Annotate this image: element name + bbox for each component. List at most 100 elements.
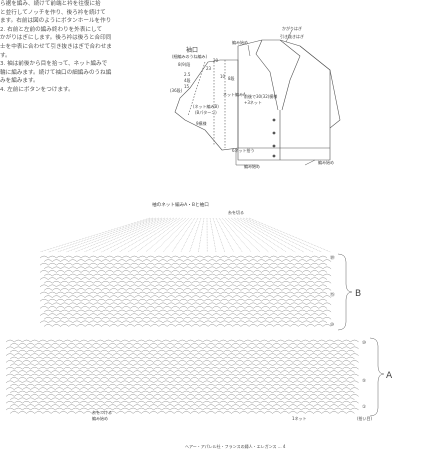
net-arch xyxy=(265,288,274,291)
net-arch xyxy=(67,350,76,353)
net-arch xyxy=(150,259,160,262)
net-arch xyxy=(321,363,331,366)
net-arch xyxy=(104,387,113,390)
net-arch xyxy=(101,324,110,327)
net-arch xyxy=(63,394,72,397)
net-arch xyxy=(52,309,61,313)
net-arch xyxy=(55,387,64,390)
net-arch xyxy=(75,404,85,407)
net-arch xyxy=(322,295,332,298)
net-arch xyxy=(91,343,101,346)
net-arch xyxy=(87,394,97,397)
net-arch xyxy=(255,350,265,353)
net-arch xyxy=(235,401,244,404)
net-arch xyxy=(173,411,183,414)
net-arch xyxy=(294,313,303,316)
net-arch xyxy=(186,394,195,397)
net-arch xyxy=(153,401,162,404)
net-arch xyxy=(223,343,232,346)
net-arch xyxy=(248,266,258,269)
net-arch xyxy=(264,363,273,366)
net-arch xyxy=(93,281,102,284)
net-arch xyxy=(219,367,228,370)
net-arch xyxy=(153,380,162,383)
net-arch xyxy=(325,401,335,404)
net-arch xyxy=(104,394,113,397)
net-arch xyxy=(158,317,168,320)
net-arch xyxy=(186,373,195,377)
net-arch xyxy=(206,397,216,400)
net-unit-label: 1ネット xyxy=(292,415,307,421)
net-arch xyxy=(223,356,232,360)
net-arch xyxy=(239,397,249,400)
net-arch xyxy=(276,380,285,383)
net-arch xyxy=(298,266,307,269)
net-arch xyxy=(223,384,232,387)
net-arch xyxy=(80,320,90,323)
net-arch xyxy=(264,370,273,373)
net-arch xyxy=(276,373,285,377)
net-arch xyxy=(292,387,302,390)
net-arch xyxy=(223,390,232,394)
net-arch xyxy=(100,397,109,400)
net-arch xyxy=(186,353,195,356)
net-arch xyxy=(34,397,44,400)
net-arch xyxy=(48,291,57,295)
rows-23: 23 xyxy=(206,66,212,71)
row-markers-b: ⑳ ⑮ ⑩ xyxy=(330,254,335,328)
net-arch xyxy=(264,343,273,346)
net-arch xyxy=(87,360,97,363)
net-arch xyxy=(231,370,240,373)
net-arch xyxy=(273,266,283,269)
net-arch xyxy=(175,309,184,313)
net-arch xyxy=(198,377,208,380)
net-arch xyxy=(22,407,31,411)
net-arch xyxy=(72,320,82,323)
net-arch xyxy=(251,346,261,349)
net-arch xyxy=(89,313,98,316)
net-arch xyxy=(268,401,277,404)
chart-pickup-rays xyxy=(39,217,331,253)
instruction-line: す。 xyxy=(0,52,11,59)
buttons xyxy=(272,118,276,158)
net-arch xyxy=(80,313,90,316)
net-arch xyxy=(18,343,27,346)
net-arch xyxy=(296,350,306,353)
net-arch xyxy=(108,384,117,387)
net-arch xyxy=(227,394,236,397)
net-arch xyxy=(166,266,176,269)
net-arch xyxy=(268,407,277,411)
net-arch xyxy=(84,281,94,284)
net-arch xyxy=(227,373,236,377)
net-arch xyxy=(9,390,19,394)
net-arch xyxy=(288,356,298,360)
net-arch xyxy=(318,284,328,287)
net-arch xyxy=(214,370,224,373)
net-arch xyxy=(116,377,126,380)
net-arch xyxy=(108,390,117,394)
net-arch xyxy=(346,370,355,373)
net-arch xyxy=(162,291,172,295)
net-arch xyxy=(161,394,171,397)
net-arch xyxy=(84,259,94,262)
net-arch xyxy=(265,281,274,284)
net-arch xyxy=(46,339,56,343)
pickup-ray xyxy=(242,217,313,253)
net-arch xyxy=(220,291,229,295)
net-arch xyxy=(121,263,131,266)
net-arch xyxy=(113,320,123,323)
net-arch xyxy=(203,306,213,309)
net-arch xyxy=(272,397,281,400)
net-arch xyxy=(224,324,233,327)
net-arch xyxy=(214,411,224,414)
net-arch xyxy=(253,284,262,287)
net-arch xyxy=(317,407,326,411)
net-arch xyxy=(186,387,195,390)
net-arch xyxy=(289,266,299,269)
net-arch xyxy=(130,277,139,280)
net-arch xyxy=(268,387,277,390)
net-arch xyxy=(202,346,212,349)
net-arch xyxy=(292,353,302,356)
net-arch xyxy=(198,397,208,400)
net-arch xyxy=(130,299,139,302)
